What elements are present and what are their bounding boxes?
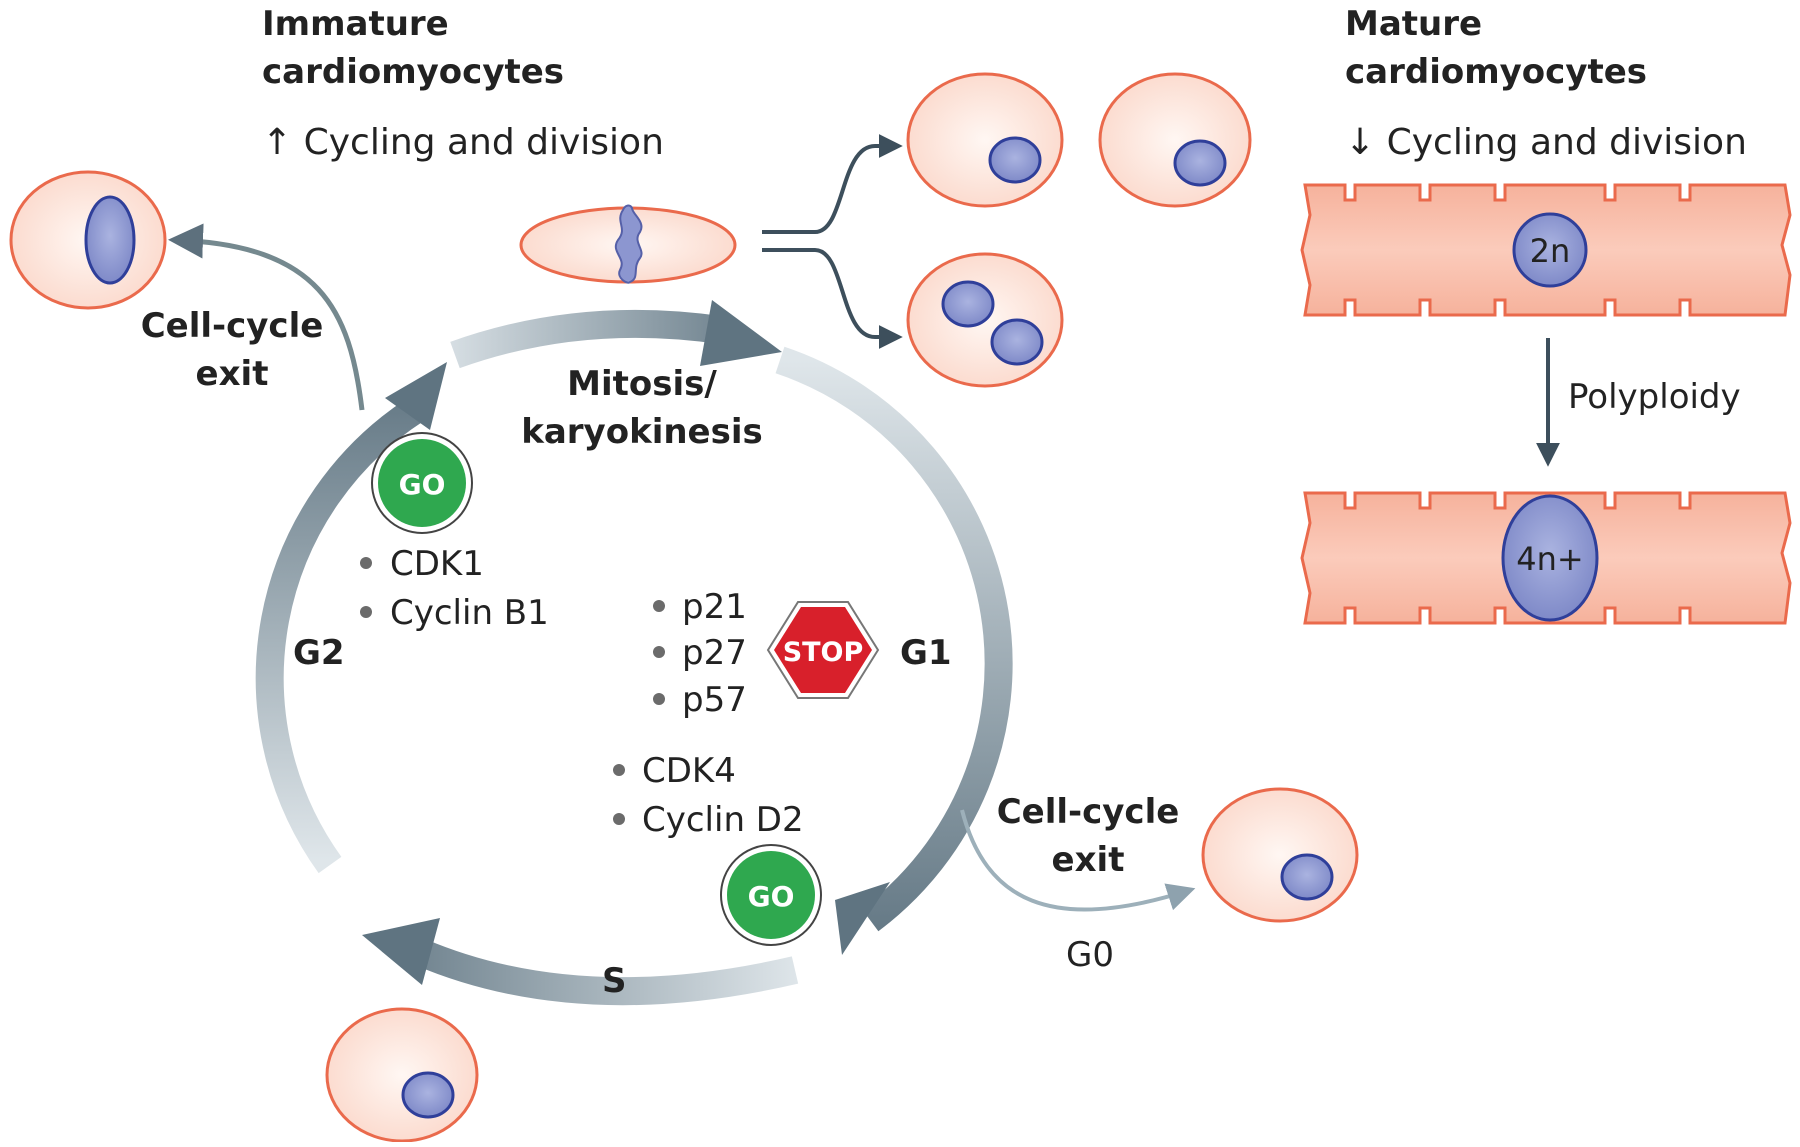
nucleus bbox=[401, 1071, 455, 1119]
mature-title-line1: Mature bbox=[1345, 4, 1482, 44]
g1-arc bbox=[775, 346, 1013, 932]
g2-arc bbox=[255, 398, 423, 874]
exit-arrow-right bbox=[960, 809, 1196, 912]
mature-cardiomyocyte-2n: 2n bbox=[1300, 183, 1792, 317]
mature-cardiomyocyte-4n: 4n+ bbox=[1300, 491, 1792, 625]
cell-exited-top bbox=[9, 170, 167, 310]
exit-top-line1: Cell-cycle bbox=[141, 306, 324, 346]
mature-title-line2: cardiomyocytes bbox=[1345, 52, 1647, 92]
inhibitor-p21: p21 bbox=[682, 587, 747, 627]
regulator-cdk4: CDK4 bbox=[642, 751, 736, 791]
exit-arrow-top bbox=[168, 223, 365, 411]
ploidy-2n-label: 2n bbox=[1530, 232, 1571, 270]
polyploidy-label: Polyploidy bbox=[1568, 377, 1741, 417]
nucleus bbox=[1173, 139, 1227, 187]
cell-cycle-ring bbox=[255, 300, 1013, 1006]
go-badge-g1: GO bbox=[720, 844, 822, 946]
nucleus bbox=[1512, 212, 1588, 288]
go-badge-g1-label: GO bbox=[748, 880, 795, 913]
s-arrowhead bbox=[362, 918, 440, 985]
regulator-cyclin-b1: Cyclin B1 bbox=[390, 593, 549, 633]
mitosis-label-line2: karyokinesis bbox=[521, 412, 763, 452]
mature-subtitle: ↓ Cycling and division bbox=[1345, 122, 1747, 163]
nucleus bbox=[1280, 853, 1334, 901]
immature-title-line2: cardiomyocytes bbox=[262, 52, 564, 92]
cell-daughter-binucleated bbox=[906, 252, 1064, 388]
cell-daughter-mono bbox=[906, 72, 1064, 208]
division-arrow-down bbox=[762, 248, 903, 349]
mitotic-chromosomes bbox=[614, 204, 643, 284]
go-badge-g2-label: GO bbox=[399, 468, 446, 501]
regulator-cdk1: CDK1 bbox=[390, 544, 484, 584]
exit-right-line2: exit bbox=[1052, 840, 1125, 880]
cell-g0 bbox=[1201, 787, 1359, 923]
division-arrow-up bbox=[762, 134, 903, 234]
nucleus bbox=[84, 195, 136, 285]
cell-dividing bbox=[519, 204, 737, 284]
nucleus bbox=[1501, 494, 1599, 622]
g2-label: G2 bbox=[293, 633, 345, 673]
go-badge-g2: GO bbox=[371, 432, 473, 534]
s-label: S bbox=[602, 961, 627, 1001]
mitosis-label-line1: Mitosis/ bbox=[567, 364, 717, 404]
immature-title-line1: Immature bbox=[262, 4, 449, 44]
cell-round-mono bbox=[1098, 72, 1252, 208]
nucleus bbox=[990, 318, 1044, 366]
mitosis-arc bbox=[450, 309, 722, 369]
g1-arrowhead bbox=[835, 882, 890, 955]
exit-top-line2: exit bbox=[196, 354, 269, 394]
g2-arrowhead bbox=[385, 362, 447, 430]
stop-sign-label: STOP bbox=[783, 637, 864, 668]
cell-s-phase bbox=[325, 1007, 479, 1143]
ploidy-4n-label: 4n+ bbox=[1516, 540, 1583, 578]
g1-regulator-list: CDK4 Cyclin D2 bbox=[613, 751, 804, 840]
stop-sign: STOP bbox=[766, 601, 880, 699]
regulator-cyclin-d2: Cyclin D2 bbox=[642, 800, 804, 840]
cdk-inhibitor-list: p21 p27 p57 bbox=[653, 587, 747, 720]
s-arc bbox=[414, 939, 799, 1006]
mitosis-arrowhead bbox=[700, 300, 782, 366]
nucleus bbox=[988, 136, 1042, 184]
inhibitor-p57: p57 bbox=[682, 680, 747, 720]
immature-subtitle: ↑ Cycling and division bbox=[262, 122, 664, 163]
exit-right-line1: Cell-cycle bbox=[997, 792, 1180, 832]
g2-regulator-list: CDK1 Cyclin B1 bbox=[360, 544, 549, 633]
inhibitor-p27: p27 bbox=[682, 633, 747, 673]
g0-label: G0 bbox=[1066, 935, 1114, 975]
nucleus bbox=[941, 280, 995, 328]
g1-label: G1 bbox=[900, 633, 952, 673]
